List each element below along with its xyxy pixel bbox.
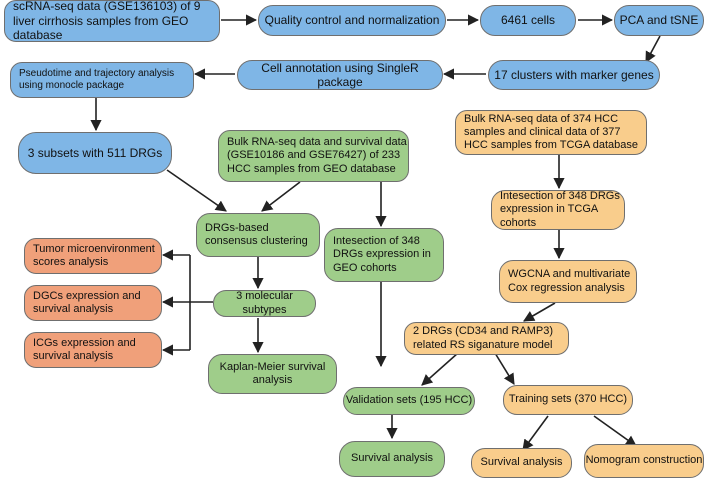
subtypes-text: 3 molecular subtypes [236,290,293,316]
subsets-node: 3 subsets with 511 DRGs [18,132,172,174]
survival-training-node: Survival analysis [471,448,572,478]
consensus-text: DRGs-based consensus clustering [205,221,308,247]
intersect-geo-text: Intesection of 348 DRGs expression in GE… [333,235,431,274]
arrow-training-to-survival [522,415,549,451]
clusters-text: 17 clusters with marker genes [494,67,654,82]
tme-node: Tumor microenvironment scores analysis [24,238,162,274]
nomogram-text: Nomogram construction [585,454,703,467]
wgcna-node: WGCNA and multivariate Cox regression an… [499,260,637,303]
bulk-geo-text: Bulk RNA-seq data and survival data (GSE… [227,136,407,175]
subtypes-node: 3 molecular subtypes [213,290,316,317]
wgcna-text: WGCNA and multivariate Cox regression an… [508,268,631,294]
rs-model-node: 2 DRGs (CD34 and RAMP3) related RS sigan… [404,322,569,355]
intersect-geo-node: Intesection of 348 DRGs expression in GE… [324,228,444,282]
icg-text: ICGs expression and survival analysis [33,336,136,362]
km-text: Kaplan-Meier survival analysis [219,360,326,386]
scrna-node: scRNA-seq data (GSE136103) of 9 liver ci… [4,0,220,42]
dgc-node: DGCs expression and survival analysis [24,285,162,321]
cells-node: 6461 cells [480,5,576,36]
pseudotime-text: Pseudotime and trajectory analysis using… [19,68,175,91]
bulk-tcga-node: Bulk RNA-seq data of 374 HCC samples and… [455,110,647,155]
bulk-geo-node: Bulk RNA-seq data and survival data (GSE… [218,130,409,182]
arrow-training-to-nomogram [593,415,637,447]
scrna-text: scRNA-seq data (GSE136103) of 9 liver ci… [13,0,201,43]
icg-node: ICGs expression and survival analysis [24,332,162,368]
validation-node: Validation sets (195 HCC) [343,387,475,415]
arrow-subsets-to-consensus [166,169,227,212]
arrow-pca-to-clusters [645,35,661,63]
cells-text: 6461 cells [500,13,556,28]
dgc-text: DGCs expression and survival analysis [33,289,141,315]
arrow-bulkgeo-to-consensus [261,181,301,212]
survival-validation-text: Survival analysis [351,452,433,465]
validation-text: Validation sets (195 HCC) [345,394,473,407]
survival-training-text: Survival analysis [480,456,563,469]
qc-node: Quality control and normalization [258,5,446,36]
annotation-node: Cell annotation using SingleR package [237,60,443,90]
tme-text: Tumor microenvironment scores analysis [33,242,155,268]
arrow-wgcna-to-rs [523,302,556,322]
arrow-rs-to-training [494,352,515,385]
intersect-tcga-node: Intesection of 348 DRGs expression in TC… [491,190,625,230]
pca-text: PCA and tSNE [619,13,699,28]
qc-text: Quality control and normalization [264,13,440,28]
training-node: Training sets (370 HCC) [503,385,633,415]
arrow-rs-to-validation [421,352,459,386]
clusters-node: 17 clusters with marker genes [488,60,660,90]
annotation-text: Cell annotation using SingleR package [261,60,419,89]
bulk-tcga-text: Bulk RNA-seq data of 374 HCC samples and… [464,112,639,152]
rs-model-text: 2 DRGs (CD34 and RAMP3) related RS sigan… [413,325,553,351]
subsets-text: 3 subsets with 511 DRGs [27,145,163,160]
km-node: Kaplan-Meier survival analysis [208,354,337,394]
consensus-node: DRGs-based consensus clustering [196,213,320,257]
pseudotime-node: Pseudotime and trajectory analysis using… [10,62,194,98]
survival-validation-node: Survival analysis [339,441,445,477]
intersect-tcga-text: Intesection of 348 DRGs expression in TC… [500,190,620,229]
nomogram-node: Nomogram construction [584,444,704,478]
pca-node: PCA and tSNE [614,5,704,36]
training-text: Training sets (370 HCC) [508,393,628,406]
